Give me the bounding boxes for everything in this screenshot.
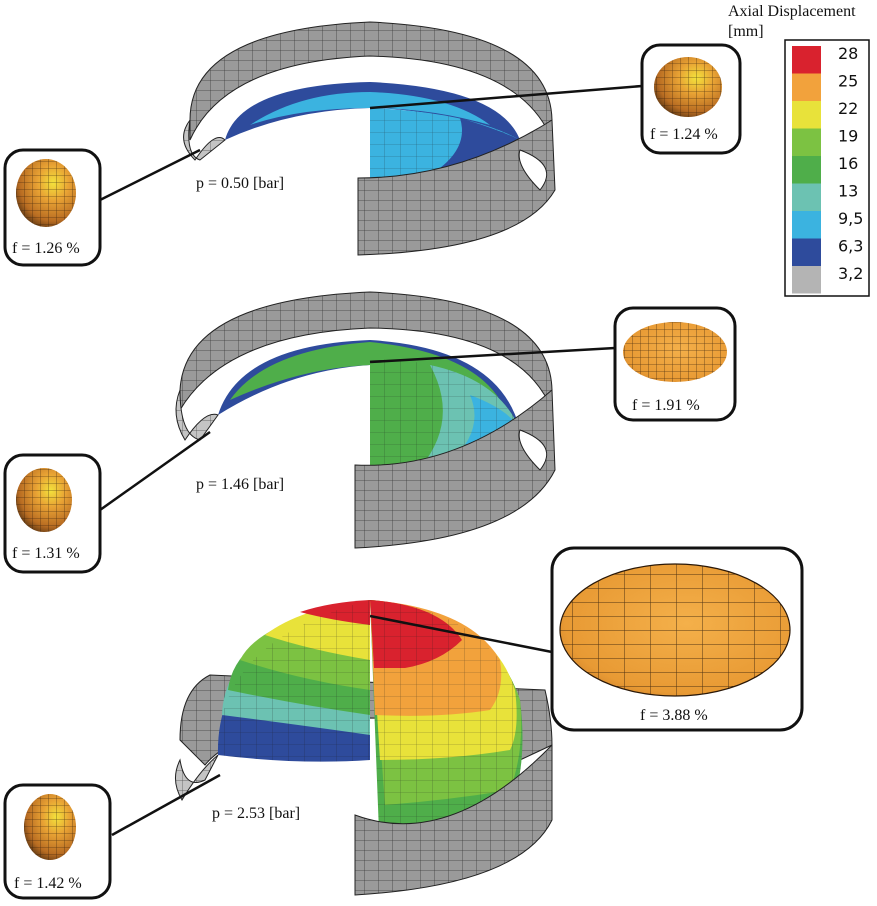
stage-2-cell-right-label: f = 1.91 % xyxy=(632,397,700,414)
legend-swatch xyxy=(792,266,821,294)
stage-3-cell-left-label: f = 1.42 % xyxy=(14,875,82,892)
stage-2-cell-left-box: f = 1.31 % xyxy=(3,453,102,574)
stage-1-leader-left xyxy=(99,148,201,202)
legend-swatches: 28 25 22 19 16 13 9,5 6,3 3,2 xyxy=(792,44,863,294)
legend-tick-label: 13 xyxy=(838,182,858,201)
stage-3-pressure-label: p = 2.53 [bar] xyxy=(212,805,300,822)
legend-tick-label: 28 xyxy=(838,44,858,63)
legend-tick-label: 9,5 xyxy=(838,209,863,228)
stage-3-cell-left-box: f = 1.42 % xyxy=(3,783,112,900)
legend-swatch xyxy=(792,211,821,239)
stage-1-leader-right xyxy=(369,84,643,110)
legend: Axial Displacement [mm] 28 25 22 19 16 13 9,5 6… xyxy=(728,3,870,297)
stage-1-cell-right-box: f = 1.24 % xyxy=(640,43,742,155)
stage-1-cell-right-label: f = 1.24 % xyxy=(650,126,718,143)
stage-2-leader-right xyxy=(369,346,616,364)
stage-1-cell-left-label: f = 1.26 % xyxy=(12,240,80,257)
stage-3-cell-right-label: f = 3.88 % xyxy=(640,707,708,724)
legend-tick-label: 16 xyxy=(838,154,858,173)
stage-2-model xyxy=(175,291,556,549)
stage-2-cell-left-label: f = 1.31 % xyxy=(12,545,80,562)
stage-1-cell-left-box: f = 1.26 % xyxy=(3,148,102,267)
stage-2-cell-right-box: f = 1.91 % xyxy=(613,306,737,422)
legend-unit: [mm] xyxy=(728,23,764,40)
stage-2-leader-left xyxy=(99,430,211,512)
legend-swatch xyxy=(792,73,821,101)
stage-3-leader-left xyxy=(111,773,221,837)
stage-1-pressure-label: p = 0.50 [bar] xyxy=(196,175,284,192)
legend-tick-label: 25 xyxy=(838,72,858,91)
stage-1-model xyxy=(183,21,556,256)
stage-3-cell-right-box: f = 3.88 % xyxy=(550,546,804,732)
legend-swatch xyxy=(792,101,821,129)
legend-title: Axial Displacement xyxy=(728,3,856,20)
stage-2-pressure-label: p = 1.46 [bar] xyxy=(196,476,284,493)
legend-swatch xyxy=(792,128,821,156)
legend-tick-label: 3,2 xyxy=(838,264,863,283)
stage-3-leader-right xyxy=(369,614,553,654)
legend-tick-label: 6,3 xyxy=(838,237,863,256)
legend-swatch xyxy=(792,238,821,266)
legend-tick-label: 22 xyxy=(838,99,858,118)
stage-3-model xyxy=(175,600,553,896)
legend-swatch xyxy=(792,156,821,184)
legend-swatch xyxy=(792,183,821,211)
legend-tick-label: 19 xyxy=(838,127,858,146)
legend-swatch xyxy=(792,46,821,74)
